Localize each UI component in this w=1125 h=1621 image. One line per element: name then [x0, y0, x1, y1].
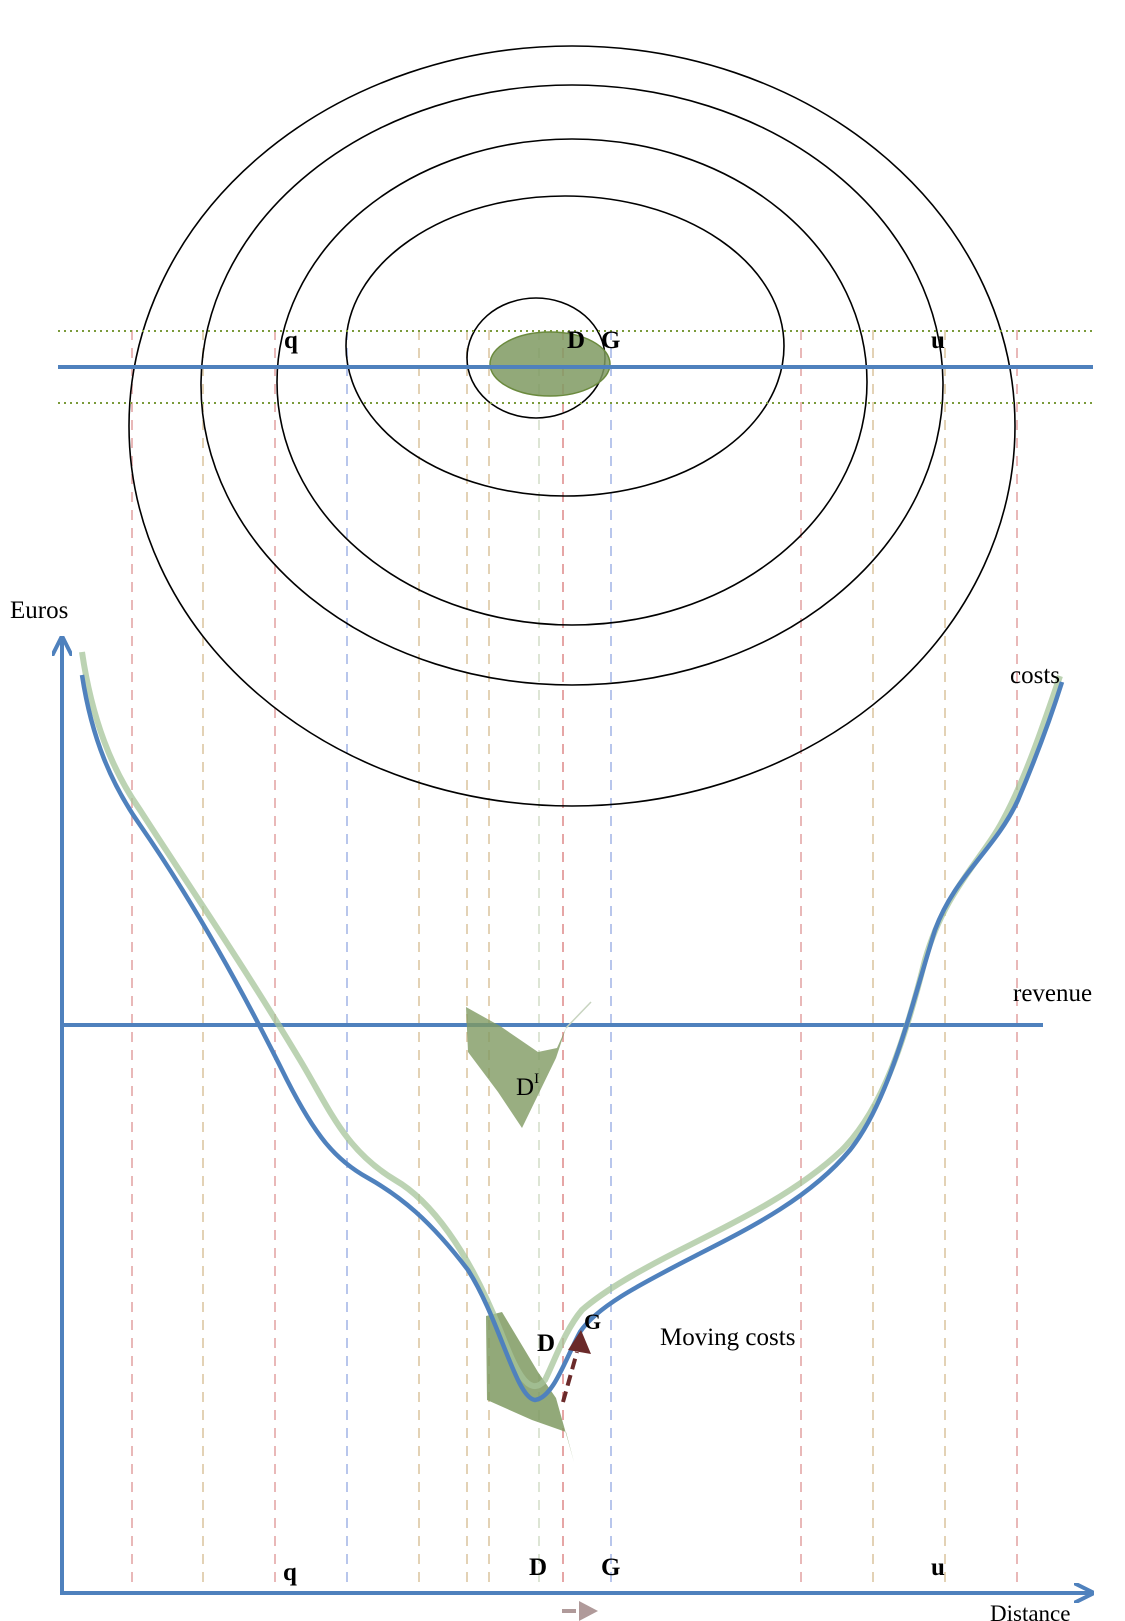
map-label-d: D: [567, 327, 585, 354]
vertical-guide-lines: [131, 330, 1018, 1590]
di-region-edge: [565, 1001, 592, 1029]
di-label-main: D: [516, 1074, 534, 1101]
moving-cost-arrow-shaft: [561, 1351, 579, 1403]
ring-2: [345, 195, 785, 497]
x-tick-g: G: [601, 1554, 620, 1581]
shift-arrow: [562, 1601, 598, 1621]
curve-point-g: G: [584, 1309, 601, 1334]
x-tick-d: D: [529, 1554, 547, 1581]
curve-point-d: D: [537, 1330, 555, 1357]
moving-cost-arrow: [561, 1330, 591, 1403]
map-label-u: u: [931, 327, 945, 354]
concentric-rings: [128, 45, 1016, 807]
di-label: DI: [516, 1071, 539, 1101]
ring-outer: [128, 45, 1016, 807]
x-tick-q: q: [283, 1559, 297, 1586]
x-axis-label: Distance: [990, 1601, 1070, 1621]
shift-arrow-head: [579, 1601, 598, 1621]
map-label-g: G: [601, 327, 620, 354]
cost-curve-green: [79, 651, 1063, 1390]
ring-3: [276, 138, 868, 626]
di-region: [466, 1007, 566, 1128]
moving-cost-arrow-head: [568, 1330, 591, 1354]
x-tick-u: u: [931, 1554, 945, 1581]
di-label-sup: I: [534, 1071, 539, 1087]
axes: [60, 640, 1090, 1593]
ring-4: [200, 84, 944, 686]
cost-curve-blue: [79, 674, 1065, 1403]
y-axis-label: Euros: [10, 597, 68, 624]
map-label-q: q: [284, 327, 298, 354]
costs-label: costs: [1010, 662, 1060, 689]
corridor-dotted-lines: [58, 330, 1093, 404]
revenue-label: revenue: [1013, 980, 1092, 1007]
moving-costs-label: Moving costs: [660, 1324, 795, 1351]
core-area-blob: [489, 331, 611, 397]
